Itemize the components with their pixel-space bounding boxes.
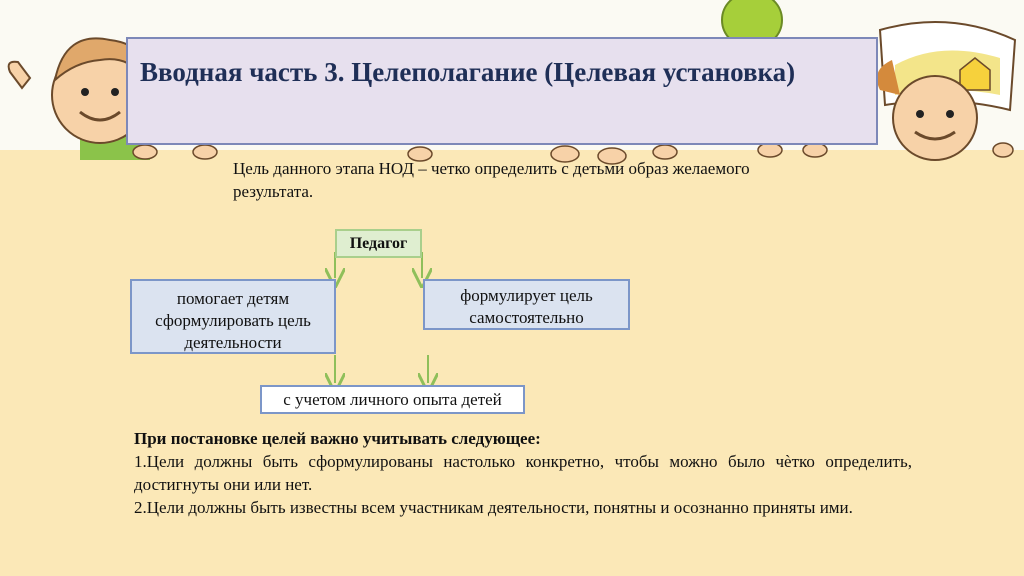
- notes-section: При постановке целей важно учитывать сле…: [134, 427, 912, 519]
- notes-item-1: 1.Цели должны быть сформулированы настол…: [134, 452, 912, 494]
- hands-icon: [132, 142, 1014, 165]
- page-background: [0, 150, 1024, 576]
- right-girl-icon: [876, 21, 1017, 161]
- notes-heading: При постановке целей важно учитывать сле…: [134, 429, 541, 448]
- bottom-box: с учетом личного опыта детей: [260, 385, 525, 414]
- right-goal-text: формулирует цель самостоятельно: [460, 286, 593, 327]
- teacher-box: Педагог: [335, 229, 422, 258]
- intro-text: Цель данного этапа НОД – четко определит…: [233, 159, 750, 201]
- page-title: Вводная часть 3. Целеполагание (Целевая …: [140, 57, 796, 87]
- right-goal-box: формулирует цель самостоятельно: [423, 279, 630, 330]
- teacher-label: Педагог: [349, 235, 408, 252]
- bottom-text: с учетом личного опыта детей: [283, 390, 502, 409]
- left-goal-text: помогает детям сформулировать цель деяте…: [155, 289, 311, 352]
- title-box: Вводная часть 3. Целеполагание (Целевая …: [126, 37, 878, 145]
- notes-item-2: 2.Цели должны быть известны всем участни…: [134, 498, 853, 517]
- left-goal-box: помогает детям сформулировать цель деяте…: [130, 279, 336, 354]
